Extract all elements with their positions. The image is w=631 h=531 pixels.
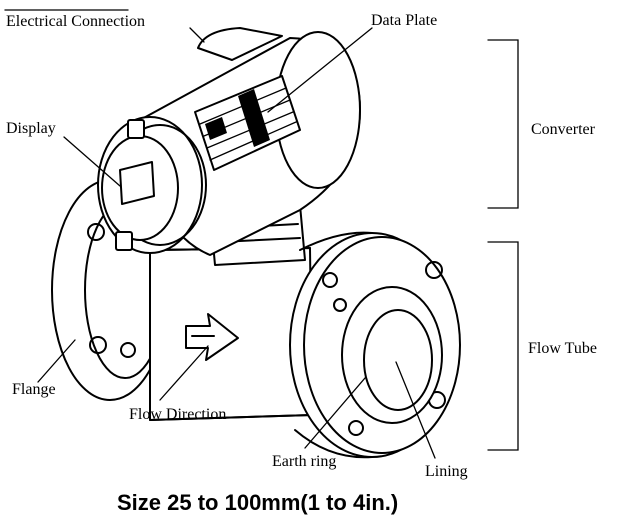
- flow-direction-arrow: [185, 313, 239, 361]
- leader-electrical-connection: [189, 27, 205, 43]
- flow-tube-bracket: [487, 241, 519, 451]
- leader-flow-direction: [159, 345, 209, 401]
- leader-data-plate: [267, 27, 373, 113]
- label-flange: Flange: [12, 381, 56, 398]
- label-flow-tube: Flow Tube: [528, 340, 597, 357]
- display-bezel: [97, 116, 207, 254]
- leader-display: [63, 136, 121, 187]
- leader-flange: [37, 339, 76, 383]
- label-converter: Converter: [531, 121, 595, 138]
- lining: [363, 309, 433, 411]
- converter-bracket: [487, 39, 519, 209]
- label-display: Display: [6, 120, 56, 137]
- leader-lines: [37, 27, 436, 459]
- leader-earth-ring: [304, 377, 366, 449]
- label-flow-direction: Flow Direction: [129, 406, 227, 423]
- label-earth-ring: Earth ring: [272, 453, 337, 470]
- caption-size: Size 25 to 100mm(1 to 4in.): [117, 490, 399, 515]
- label-data-plate: Data Plate: [371, 12, 438, 29]
- leader-lining: [395, 361, 436, 459]
- label-lining: Lining: [425, 463, 468, 480]
- label-electrical-connection: Electrical Connection: [6, 13, 146, 30]
